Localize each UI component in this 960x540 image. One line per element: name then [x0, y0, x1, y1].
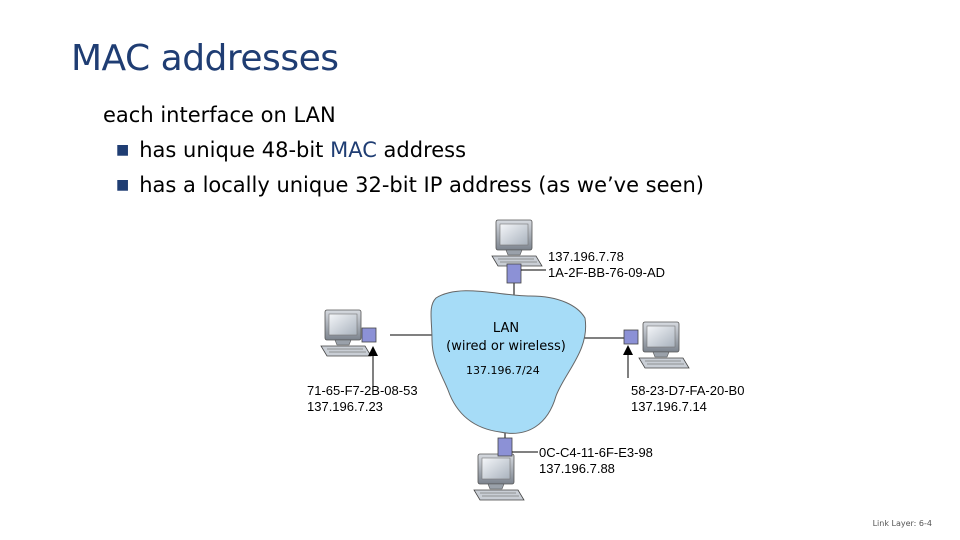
network-adapter-icon: [623, 329, 639, 345]
host-bottom-ip: 137.196.7.88: [539, 461, 615, 476]
slide-title: MAC addresses: [71, 38, 339, 79]
bullet-ip-text: has a locally unique 32-bit IP address (…: [139, 173, 704, 197]
host-right-mac: 58-23-D7-FA-20-B0: [631, 383, 745, 398]
host-left-mac: 71-65-F7-2B-08-53: [307, 383, 418, 398]
bullet-mac-highlight: MAC: [330, 138, 377, 162]
host-top-label: 137.196.7.78 1A-2F-BB-76-09-AD: [548, 249, 665, 281]
lan-name: LAN: [492, 321, 520, 336]
bullet-square-icon: ■: [116, 177, 130, 193]
host-top-ip: 137.196.7.78: [548, 249, 624, 264]
network-adapter-icon: [506, 263, 522, 284]
host-top-mac: 1A-2F-BB-76-09-AD: [548, 265, 666, 280]
lan-subtitle: (wired or wireless): [446, 339, 566, 354]
host-left-label: 71-65-F7-2B-08-53 137.196.7.23: [307, 383, 418, 415]
arrow-head: [623, 345, 633, 355]
bullet-mac: ■ has unique 48-bit MAC address: [116, 138, 466, 162]
computer-icon: [473, 453, 525, 501]
bullet-ip: ■ has a locally unique 32-bit IP address …: [116, 173, 704, 197]
bullet-mac-pre: has unique 48-bit: [139, 138, 331, 162]
host-bottom-label: 0C-C4-11-6F-E3-98 137.196.7.88: [539, 445, 653, 477]
intro-text: each interface on LAN: [103, 103, 336, 127]
bullet-mac-post: address: [376, 138, 467, 162]
lan-network: 137.196.7/24: [466, 364, 540, 377]
slide-footer: Link Layer: 6-4: [872, 519, 932, 528]
computer-icon: [491, 219, 543, 267]
lan-label: LAN (wired or wireless): [436, 320, 576, 356]
lan-cloud: [430, 290, 587, 434]
bullet-square-icon: ■: [116, 142, 130, 158]
network-adapter-icon: [497, 437, 513, 457]
arrow-head: [368, 346, 378, 356]
host-left-ip: 137.196.7.23: [307, 399, 383, 414]
host-right-label: 58-23-D7-FA-20-B0 137.196.7.14: [631, 383, 744, 415]
network-adapter-icon: [361, 327, 377, 343]
computer-icon: [638, 321, 690, 369]
host-bottom-mac: 0C-C4-11-6F-E3-98: [539, 445, 653, 460]
host-right-ip: 137.196.7.14: [631, 399, 707, 414]
